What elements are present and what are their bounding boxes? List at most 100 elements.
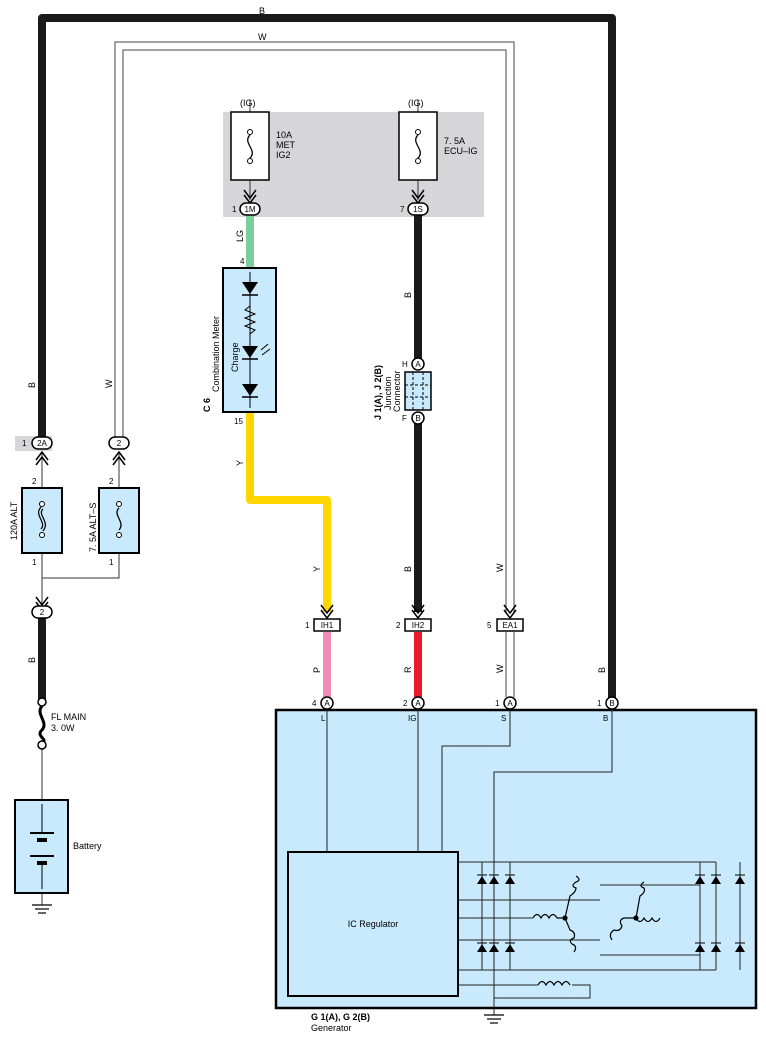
generator-pins [320, 696, 619, 710]
junction-pin-f: F [402, 414, 407, 423]
gen-pin-b: B [609, 699, 614, 708]
wire-label-b-upper: B [403, 292, 413, 298]
wire-label-b-gen: B [597, 667, 607, 673]
gen-num-2: 2 [403, 699, 408, 708]
battery-symbol [14, 799, 69, 894]
fuse-alt-s [98, 487, 140, 554]
gen-term-b: B [603, 714, 608, 723]
fuse-alts-bottom-pin: 1 [109, 558, 114, 567]
ic-regulator [287, 851, 459, 997]
met-label-3: IG2 [276, 150, 291, 160]
fuse-ecu [398, 111, 438, 205]
wire-label-left-b: B [27, 382, 37, 388]
fl-main-label-2: 3. 0W [51, 723, 75, 733]
pin-2a-label: 2A [37, 439, 47, 448]
w-wire-low [505, 632, 515, 697]
stator-windings [532, 875, 661, 987]
wire-label-top-b: B [259, 6, 265, 16]
pin-2-w [108, 436, 130, 450]
arrow-ea1 [503, 604, 517, 620]
met-label-1: 10A [276, 130, 292, 140]
meter-pin-bottom: 15 [234, 417, 243, 426]
pin-2-w-label: 2 [117, 439, 122, 448]
fl-main-label-1: FL MAIN [51, 712, 86, 722]
wire-label-w-low: W [495, 664, 505, 673]
fl-main-fusible-link [37, 697, 47, 750]
met-label-2: MET [276, 140, 296, 150]
wire-label-y1: Y [235, 460, 245, 466]
ig-left-label: (IG) [240, 98, 256, 108]
meter-charge-label: Charge [230, 342, 240, 372]
fuse-120a-bottom-pin: 1 [32, 558, 37, 567]
wire-label-b-lower: B [403, 566, 413, 572]
pin-2a-number: 1 [22, 439, 27, 448]
junction-name-2: Connector [392, 370, 402, 412]
wire-label-left-w: W [104, 379, 114, 388]
junction-name-1: Junction [383, 376, 393, 410]
ecu-label-1: 7. 5A [444, 136, 465, 146]
junction-pin-a: A [415, 360, 421, 369]
gen-term-l: L [321, 714, 326, 723]
w-wire-top [114, 41, 515, 612]
junction-pin-h: H [402, 360, 408, 369]
pin-1m-number: 1 [232, 205, 237, 214]
connector-ih1-num: 1 [305, 621, 310, 630]
pin-low-2 [31, 605, 53, 619]
meter-pin-top: 4 [240, 257, 245, 266]
wire-label-w-right: W [495, 563, 505, 572]
connector-ih2-label: IH2 [412, 621, 425, 630]
pin-1s-number: 7 [400, 205, 405, 214]
ic-regulator-label: IC Regulator [348, 919, 399, 929]
connector-ih1 [313, 618, 341, 632]
generator-ground-icon [484, 1014, 504, 1024]
junction-connector [404, 357, 432, 425]
wire-label-r: R [403, 666, 413, 673]
generator-internal-wiring [326, 709, 741, 1015]
gen-num-1a: 1 [495, 699, 500, 708]
connector-ea1-num: 5 [487, 621, 492, 630]
fuse-alts-top-pin: 2 [109, 477, 114, 486]
pin-1s [407, 202, 429, 216]
ecu-label-2: ECU–IG [444, 146, 478, 156]
connector-ih2 [404, 618, 432, 632]
junction-pin-b: B [415, 414, 420, 423]
wire-label-lg: LG [235, 230, 245, 242]
ig-right-label: (IG) [408, 98, 424, 108]
rectifier-diodes [477, 874, 745, 952]
gen-pin-a3: A [507, 699, 513, 708]
fuse-120a-label: 120A ALT [9, 501, 19, 540]
gen-pin-a2: A [415, 699, 421, 708]
gen-pin-a1: A [324, 699, 330, 708]
wire-label-b-fl: B [27, 657, 37, 663]
arrow-2a [35, 450, 49, 466]
generator-code: G 1(A), G 2(B) [311, 1012, 370, 1022]
gen-num-4: 4 [312, 699, 317, 708]
generator-name: Generator [311, 1023, 352, 1033]
pin-1m [239, 202, 261, 216]
pin-low-2-label: 2 [40, 608, 45, 617]
wire-label-y2: Y [312, 566, 322, 572]
gen-term-s: S [501, 714, 506, 723]
fuse-120a-top-pin: 2 [32, 477, 37, 486]
connector-ih2-num: 2 [396, 621, 401, 630]
battery-label: Battery [73, 841, 102, 851]
fuse-met [230, 111, 270, 205]
gen-term-ig: IG [408, 714, 416, 723]
b-wire-main [38, 14, 616, 700]
arrow-ih2 [411, 604, 425, 620]
connector-ea1-label: EA1 [502, 621, 518, 630]
arrow-ih1 [320, 604, 334, 620]
connector-ih1-label: IH1 [321, 621, 334, 630]
fuse-alts-label: 7. 5A ALT–S [88, 503, 98, 552]
combination-meter [222, 267, 277, 413]
pin-1m-label: 1M [244, 205, 255, 214]
arrow-2-w [112, 450, 126, 466]
pin-2a [31, 436, 53, 450]
ground-icon [32, 904, 52, 914]
y-wire [246, 412, 331, 612]
fuse-120a-alt [21, 487, 63, 554]
pin-1s-label: 1S [413, 205, 423, 214]
wire-label-top-w: W [258, 32, 267, 42]
gen-num-1b: 1 [597, 699, 602, 708]
